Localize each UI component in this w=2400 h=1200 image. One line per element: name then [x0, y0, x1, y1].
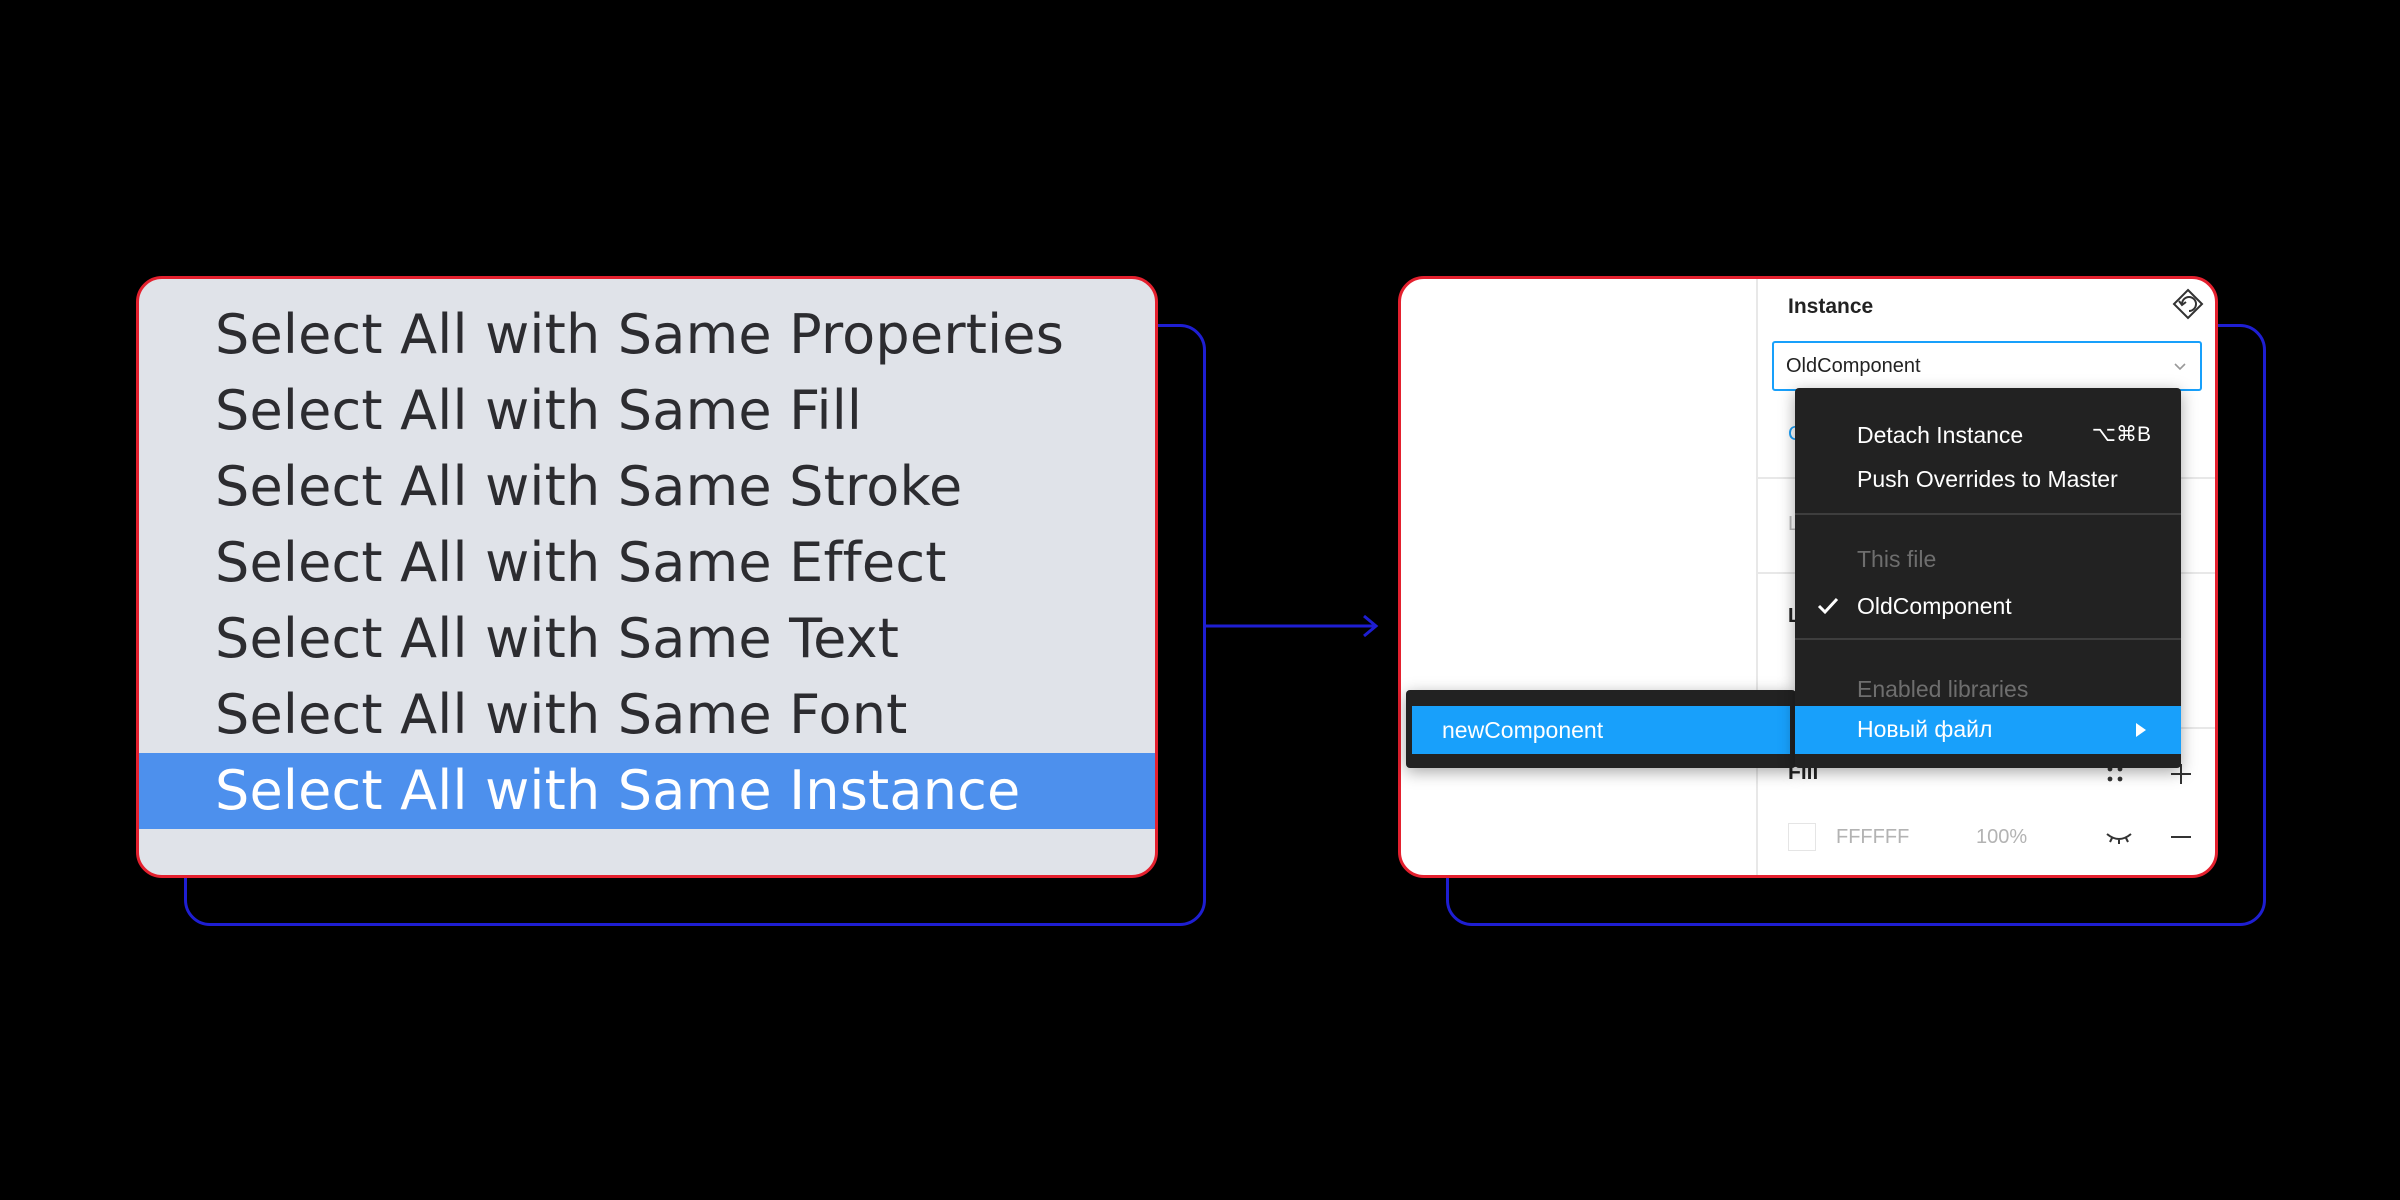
menu-item-same-stroke[interactable]: Select All with Same Stroke — [215, 455, 963, 518]
submenu-item-new-component[interactable]: newComponent — [1412, 706, 1790, 754]
menu-header-label: Enabled libraries — [1857, 676, 2029, 702]
fill-opacity-value[interactable]: 100% — [1976, 826, 2028, 848]
instance-section-title: Instance — [1788, 295, 1874, 318]
library-submenu: newComponent — [1406, 690, 1796, 768]
menu-item-push-overrides[interactable]: Push Overrides to Master — [1795, 456, 2181, 502]
arrow-right-icon — [1206, 614, 1379, 638]
select-all-menu-card: Select All with Same Properties Select A… — [136, 276, 1158, 878]
menu-item-same-instance[interactable]: Select All with Same Instance — [139, 753, 1155, 829]
submenu-arrow-icon — [2136, 723, 2146, 737]
checkmark-icon — [1817, 597, 1839, 615]
menu-separator — [1795, 513, 2181, 515]
plus-icon[interactable] — [2168, 761, 2194, 787]
submenu-item-label: newComponent — [1442, 717, 1604, 743]
component-select[interactable]: OldComponent — [1772, 341, 2202, 391]
menu-item-same-fill[interactable]: Select All with Same Fill — [215, 379, 863, 442]
menu-item-same-effect[interactable]: Select All with Same Effect — [215, 531, 947, 594]
hidden-panel-label: L — [1788, 513, 1800, 535]
fill-color-swatch[interactable] — [1788, 823, 1816, 851]
menu-item-old-component[interactable]: OldComponent — [1795, 583, 2181, 629]
menu-item-same-properties[interactable]: Select All with Same Properties — [215, 303, 1065, 366]
menu-item-same-text[interactable]: Select All with Same Text — [215, 607, 900, 670]
menu-item-label: OldComponent — [1857, 593, 2012, 619]
menu-item-same-font[interactable]: Select All with Same Font — [215, 683, 908, 746]
menu-header-this-file: This file — [1795, 536, 2181, 582]
fill-hex-value[interactable]: FFFFFF — [1836, 826, 1910, 848]
chevron-down-icon — [2174, 363, 2186, 371]
eye-hidden-icon[interactable] — [2104, 827, 2134, 847]
menu-separator — [1795, 638, 2181, 640]
menu-header-enabled-libraries: Enabled libraries — [1795, 666, 2181, 712]
menu-item-label: Новый файл — [1857, 716, 1993, 742]
menu-item-label: Detach Instance — [1857, 422, 2024, 448]
menu-item-detach-instance[interactable]: Detach Instance ⌥⌘B — [1795, 412, 2181, 458]
menu-item-label: Push Overrides to Master — [1857, 466, 2118, 492]
menu-header-label: This file — [1857, 546, 1937, 572]
component-select-value: OldComponent — [1786, 355, 1921, 377]
keyboard-shortcut: ⌥⌘B — [2091, 423, 2151, 446]
menu-item-new-file[interactable]: Новый файл — [1795, 706, 2181, 754]
select-all-menu: Select All with Same Properties Select A… — [139, 279, 1155, 829]
reset-instance-icon[interactable] — [2170, 287, 2206, 323]
instance-dropdown-menu: Detach Instance ⌥⌘B Push Overrides to Ma… — [1795, 388, 2181, 768]
minus-icon[interactable] — [2168, 825, 2194, 849]
